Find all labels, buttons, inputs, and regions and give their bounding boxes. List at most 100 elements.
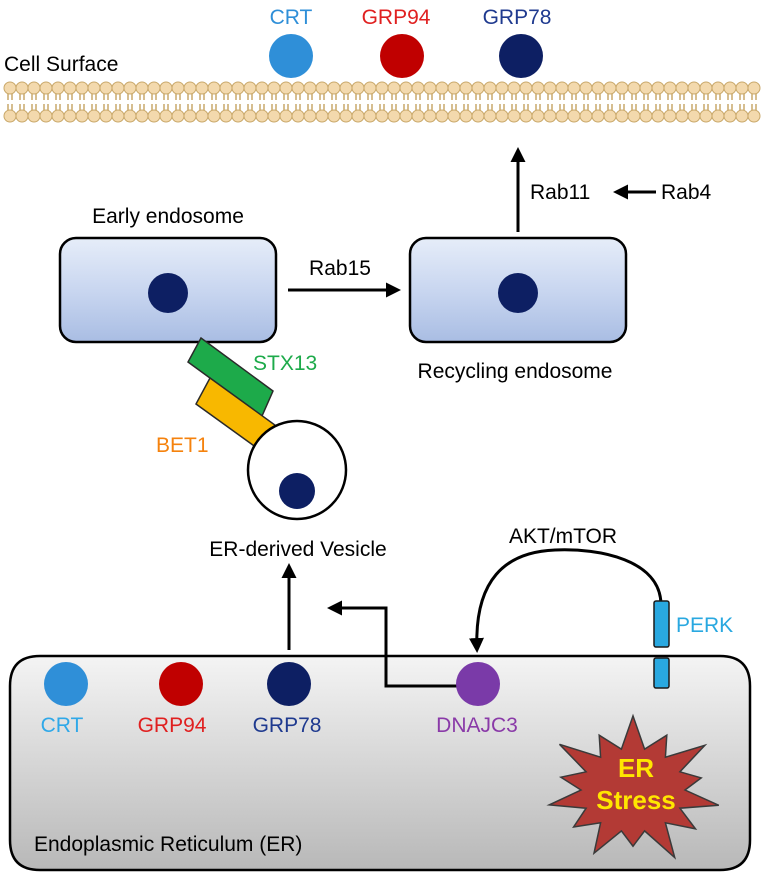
lipid-head <box>231 81 245 95</box>
lipid-head <box>423 109 437 123</box>
lipid-head <box>603 81 617 95</box>
lipid-head <box>3 109 17 123</box>
lipid-head <box>207 109 221 123</box>
surface-grp94-protein <box>380 34 424 78</box>
er-crt-protein <box>44 662 88 706</box>
lipid-head <box>267 81 281 95</box>
surface-crt-protein <box>269 34 313 78</box>
lipid-head <box>471 81 485 95</box>
lipid-head <box>603 109 617 123</box>
lipid-head <box>291 81 305 95</box>
lipid-head <box>231 109 245 123</box>
lipid-head <box>483 109 497 123</box>
lipid-head <box>495 81 509 95</box>
lipid-head <box>375 109 389 123</box>
lipid-head <box>591 109 605 123</box>
lipid-head <box>303 81 317 95</box>
surface-grp94-label: GRP94 <box>362 6 431 29</box>
lipid-head <box>651 81 665 95</box>
er-label: Endoplasmic Reticulum (ER) <box>34 833 302 856</box>
perk-label: PERK <box>676 614 733 637</box>
lipid-head <box>123 109 137 123</box>
lipid-head <box>543 81 557 95</box>
lipid-head <box>75 81 89 95</box>
lipid-head <box>99 109 113 123</box>
lipid-head <box>675 109 689 123</box>
lipid-head <box>111 81 125 95</box>
lipid-head <box>327 109 341 123</box>
lipid-head <box>531 81 545 95</box>
lipid-head <box>279 81 293 95</box>
er-dnajc3-label: DNAJC3 <box>436 714 518 737</box>
endoplasmic-reticulum <box>8 654 752 872</box>
lipid-head <box>639 81 653 95</box>
lipid-head <box>579 109 593 123</box>
lipid-head <box>423 81 437 95</box>
lipid-head <box>171 81 185 95</box>
lipid-head <box>387 109 401 123</box>
surface-grp78-label: GRP78 <box>483 6 552 29</box>
lipid-head <box>87 81 101 95</box>
lipid-head <box>327 81 341 95</box>
lipid-head <box>159 109 173 123</box>
lipid-head <box>99 81 113 95</box>
lipid-head <box>39 109 53 123</box>
lipid-head <box>579 81 593 95</box>
lipid-head <box>687 81 701 95</box>
lipid-head <box>399 81 413 95</box>
lipid-head <box>747 81 761 95</box>
lipid-head <box>723 81 737 95</box>
lipid-head <box>567 109 581 123</box>
lipid-head <box>663 109 677 123</box>
lipid-head <box>747 109 761 123</box>
lipid-head <box>279 109 293 123</box>
lipid-head <box>135 109 149 123</box>
lipid-head <box>447 109 461 123</box>
bet1-label: BET1 <box>156 434 209 457</box>
lipid-head <box>591 81 605 95</box>
lipid-head <box>627 109 641 123</box>
lipid-head <box>699 109 713 123</box>
lipid-head <box>147 81 161 95</box>
lipid-head <box>675 81 689 95</box>
lipid-head <box>111 109 125 123</box>
lipid-head <box>375 81 389 95</box>
lipid-head <box>543 109 557 123</box>
surface-crt-label: CRT <box>270 6 313 29</box>
lipid-head <box>87 109 101 123</box>
lipid-head <box>663 81 677 95</box>
lipid-head <box>123 81 137 95</box>
lipid-head <box>75 109 89 123</box>
er-stress-line2: Stress <box>596 785 676 815</box>
perk-receptor-upper <box>653 600 670 648</box>
early-endosome-cargo <box>148 273 188 313</box>
lipid-head <box>183 81 197 95</box>
lipid-head <box>27 81 41 95</box>
lipid-head <box>459 109 473 123</box>
stx13-label: STX13 <box>253 352 317 375</box>
lipid-head <box>63 109 77 123</box>
lipid-head <box>615 81 629 95</box>
lipid-head <box>291 109 305 123</box>
lipid-head <box>411 81 425 95</box>
lipid-head <box>195 109 209 123</box>
lipid-head <box>351 109 365 123</box>
er-stress-line1: ER <box>618 753 654 783</box>
cell-membrane <box>3 81 761 123</box>
er-derived-vesicle <box>246 419 348 521</box>
lipid-head <box>147 109 161 123</box>
lipid-head <box>255 109 269 123</box>
lipid-head <box>27 109 41 123</box>
rab11-label: Rab11 <box>530 181 590 204</box>
recycling-endosome-cargo <box>498 273 538 313</box>
er-stress-burst <box>546 713 720 860</box>
lipid-head <box>351 81 365 95</box>
lipid-head <box>135 81 149 95</box>
lipid-head <box>627 81 641 95</box>
er-crt-label: CRT <box>41 714 84 737</box>
lipid-head <box>387 81 401 95</box>
lipid-head <box>315 81 329 95</box>
lipid-head <box>711 109 725 123</box>
lipid-head <box>531 109 545 123</box>
lipid-head <box>735 81 749 95</box>
